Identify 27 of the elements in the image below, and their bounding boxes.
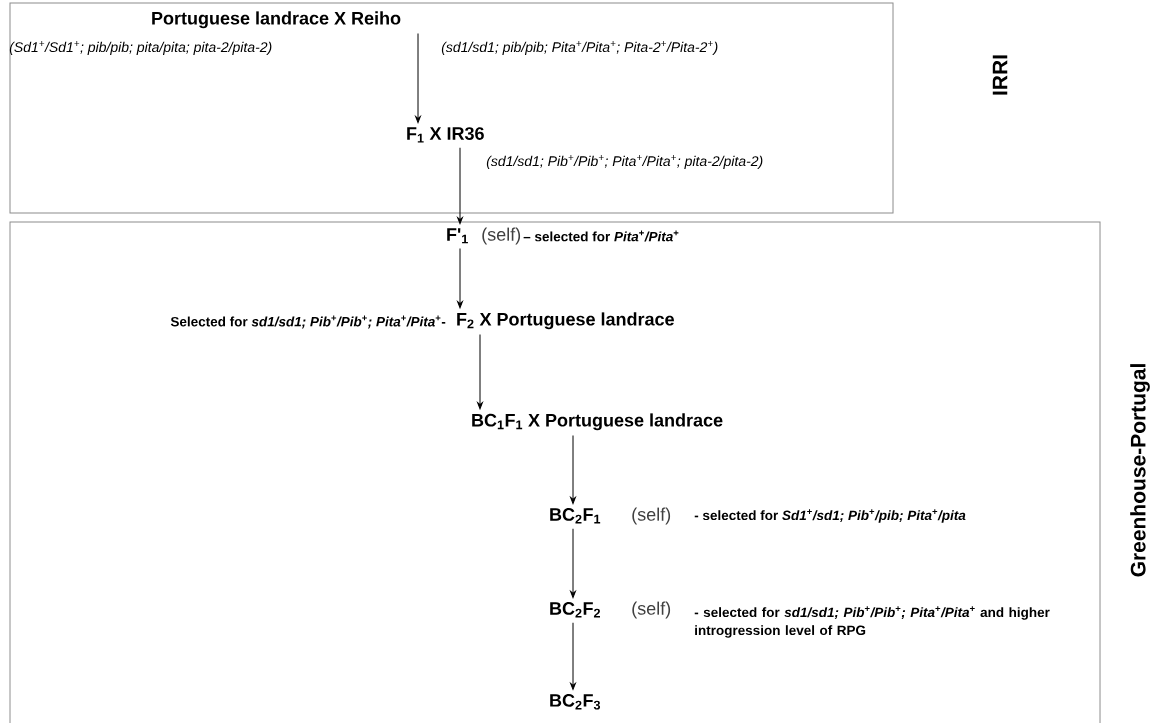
arrow [570,434,576,504]
self-note: (self) [482,227,521,245]
arrow [415,32,421,124]
genotype-text: (Sd1$^{+}$/Sd1$^{+}$; pib/pib; pita/pita; pita-2/pita-2) [9,41,272,55]
cross-label: BC$_{2}$F$_{2}$ [550,602,600,618]
cross-label: F$_{2}$ X Portuguese landrace [457,312,674,330]
arrow [457,147,463,225]
cross-label: BC$_{2}$F$_{1}$ [550,508,601,524]
self-note: (self) [632,507,671,525]
cross-label: Portuguese landrace X Reiho [152,11,401,29]
node-label: IRRI [992,55,1008,95]
selection-note: - selected for sd1/sd1; Pib$^{+}$/Pib$^{+}$; Pita$^{+}$/Pita$^{+}$ and higher introgression level of RPG [694,606,1050,638]
selection-note: – selected for Pita$^{+}$/Pita$^{+}$ [523,230,679,242]
arrow [570,622,576,690]
cross-label: BC$_{2}$F$_{3}$ [550,694,601,710]
cross-label: F$_{1}$ X IR36 [407,127,484,143]
cross-label: BC$_{1}$F$_{1}$ X Portuguese landrace [472,413,723,431]
genotype-text: (sd1/sd1; Pib$^{+}$/Pib$^{+}$; Pita$^{+}$/Pita$^{+}$; pita-2/pita-2) [486,155,763,169]
cross-label: F'$_{1}$ [447,228,468,244]
node-label: Greenhouse-Portugal [1130,364,1150,577]
arrow [457,248,463,309]
selection-note: - selected for Sd1$^{+}$/sd1; Pib$^{+}$/pib; Pita$^{+}$/pita [694,509,966,523]
selection-note: Selected for sd1/sd1; Pib$^{+}$/Pib$^{+}$; Pita$^{+}$/Pita$^{+}$- [170,315,446,329]
self-note: (self) [632,601,671,619]
arrow [570,528,576,598]
genotype-text: (sd1/sd1; pib/pib; Pita$^{+}$/Pita$^{+}$; Pita-2$^{+}$/Pita-2$^{+}$) [441,41,718,55]
arrow [477,333,483,410]
